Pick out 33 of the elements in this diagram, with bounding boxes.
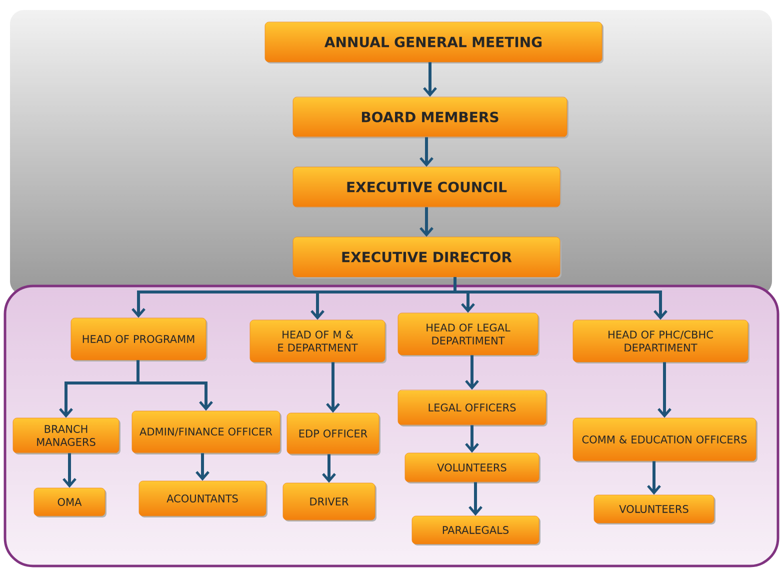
org-box: LEGAL OFFICERS: [398, 390, 548, 426]
arrow: [420, 207, 434, 237]
arrow: [420, 137, 434, 167]
arrow: [468, 482, 482, 516]
arrow: [465, 425, 479, 453]
arrow: [62, 453, 76, 488]
org-box: BRANCH MANAGERS: [12, 418, 120, 454]
arrow: [647, 461, 661, 495]
org-box: VOLUNTEERS: [594, 494, 716, 524]
org-box: HEAD OF LEGAL DEPARTIMENT: [398, 312, 540, 356]
org-box: PARALEGALS: [412, 516, 540, 546]
org-box: EXECUTIVE COUNCIL: [292, 166, 562, 208]
org-box: OMA: [34, 488, 106, 518]
arrow: [423, 62, 437, 97]
org-box: ADMIN/FINANCE OFFICER: [132, 410, 282, 454]
arrow: [465, 355, 479, 390]
org-box: EXECUTIVE DIRECTOR: [292, 236, 562, 278]
arrow: [326, 362, 340, 413]
arrow: [658, 362, 672, 418]
org-box: BOARD MEMBERS: [292, 96, 568, 138]
org-box: HEAD OF PHC/CBHC DEPARTIMENT: [572, 320, 750, 364]
arrow: [454, 277, 668, 320]
org-box: EDP OFFICER: [286, 412, 380, 456]
org-box: ANNUAL GENERAL MEETING: [264, 22, 604, 64]
arrow: [196, 453, 210, 481]
org-box: VOLUNTEERS: [404, 452, 540, 484]
org-box: HEAD OF PROGRAMM: [70, 318, 208, 362]
org-box: ACOUNTANTS: [138, 480, 268, 518]
org-box: DRIVER: [282, 482, 376, 522]
arrow: [136, 360, 213, 411]
arrow: [322, 454, 336, 483]
org-box: COMM & EDUCATION OFFICERS: [572, 418, 758, 462]
org-box: HEAD OF M & E DEPARTMENT: [250, 320, 386, 364]
